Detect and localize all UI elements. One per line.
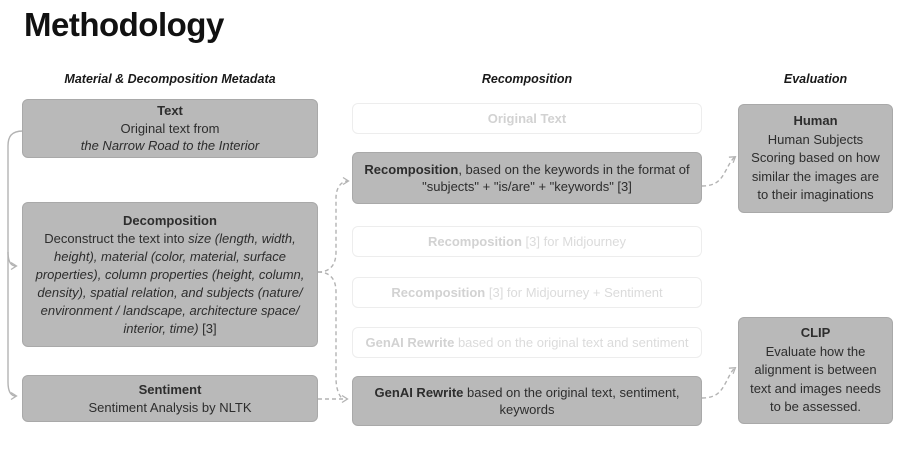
arrow-text-to-sentiment	[7, 130, 24, 401]
arrow-text-to-decomposition	[7, 251, 18, 271]
clip-evaluation-box-title: CLIP	[800, 325, 831, 341]
decomposition-box: Decomposition Deconstruct the text into …	[22, 202, 318, 347]
human-evaluation-box: Human Human Subjects Scoring based on ho…	[738, 104, 893, 213]
decomposition-box-detail: size (length, width, height), material (…	[35, 230, 305, 336]
page-title: Methodology	[24, 6, 224, 43]
human-evaluation-box-title: Human	[793, 113, 838, 129]
arrow-decomposition-to-genai	[317, 271, 343, 399]
recomposition-midjourney-box-rest: [3] for Midjourney	[521, 233, 626, 249]
column-header-evaluation: Evaluation	[783, 72, 848, 86]
original-text-box-label: Original Text	[487, 110, 567, 126]
recomposition-midjourney-sentiment-box-bold: Recomposition	[391, 284, 486, 300]
decomposition-box-citation: [3]	[198, 320, 217, 336]
sentiment-box-title: Sentiment	[138, 382, 202, 397]
genai-rewrite-keywords-box-bold: GenAI Rewrite	[374, 384, 464, 400]
column-header-material: Material & Decomposition Metadata	[64, 72, 276, 86]
arrow-genai-to-clip	[701, 366, 737, 399]
arrow-decomposition-to-recomposition	[317, 176, 350, 273]
original-text-box: Original Text	[352, 103, 702, 134]
recomposition-keywords-box-bold: Recomposition	[364, 161, 459, 177]
sentiment-box: Sentiment Sentiment Analysis by NLTK	[22, 375, 318, 422]
recomposition-midjourney-box-bold: Recomposition	[428, 233, 522, 249]
sentiment-box-body: Sentiment Analysis by NLTK	[88, 399, 252, 415]
recomposition-keywords-box: Recomposition, based on the keywords in …	[352, 152, 702, 204]
text-box: Text Original text from the Narrow Road …	[22, 99, 318, 158]
recomposition-midjourney-sentiment-box-rest: [3] for Midjourney + Sentiment	[485, 284, 663, 300]
arrow-recomposition-to-human	[701, 155, 737, 187]
text-box-source: the Narrow Road to the Interior	[80, 138, 260, 154]
genai-rewrite-sentiment-box-rest: based on the original text and sentiment	[454, 334, 689, 350]
recomposition-midjourney-sentiment-box: Recomposition [3] for Midjourney + Senti…	[352, 277, 702, 308]
recomposition-midjourney-box: Recomposition [3] for Midjourney	[352, 226, 702, 257]
text-box-line: Original text from	[120, 120, 220, 136]
decomposition-box-title: Decomposition	[123, 212, 217, 228]
human-evaluation-box-body: Human Subjects Scoring based on how simi…	[751, 131, 880, 203]
genai-rewrite-sentiment-box-bold: GenAI Rewrite	[365, 334, 455, 350]
decomposition-box-lead: Deconstruct the text into	[44, 230, 189, 246]
column-header-recomposition: Recomposition	[481, 72, 573, 86]
genai-rewrite-keywords-box-rest: based on the original text, sentiment, k…	[463, 384, 680, 418]
genai-rewrite-keywords-box: GenAI Rewrite based on the original text…	[352, 376, 702, 426]
clip-evaluation-box-body: Evaluate how the alignment is between te…	[750, 343, 881, 415]
clip-evaluation-box: CLIP Evaluate how the alignment is betwe…	[738, 317, 893, 424]
text-box-title: Text	[157, 103, 183, 119]
recomposition-keywords-box-rest: , based on the keywords in the format of…	[422, 161, 690, 195]
genai-rewrite-sentiment-box: GenAI Rewrite based on the original text…	[352, 327, 702, 358]
